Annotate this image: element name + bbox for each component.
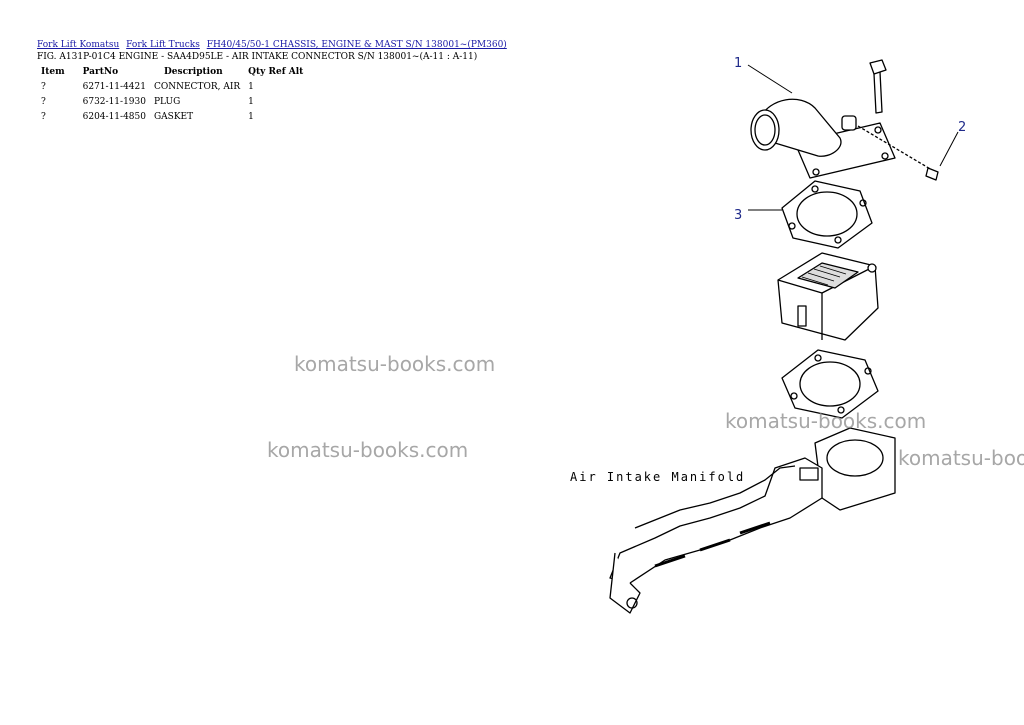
watermark: komatsu-books.com [267, 438, 469, 462]
cell-qty: 1 [248, 82, 254, 92]
header-item: Item [41, 67, 65, 77]
parts-table: Item PartNo Description Qty Ref Alt ? 62… [37, 66, 307, 125]
cell-partno: 6271-11-4421 [82, 82, 146, 92]
callout-2: 2 [958, 120, 966, 135]
header-ref: Ref [268, 67, 286, 77]
manifold-label: Air Intake Manifold [570, 470, 745, 484]
lower-gasket-part [781, 349, 879, 419]
header-description: Description [163, 67, 223, 77]
watermark: komatsu-books.com [725, 409, 927, 433]
header-qty-ref-alt: Qty Ref Alt [244, 66, 307, 80]
cell-item: ? [41, 112, 46, 122]
cell-description: CONNECTOR, AIR [153, 82, 241, 92]
header-alt: Alt [288, 67, 304, 77]
cell-qty: 1 [248, 97, 254, 107]
header-qty: Qty [248, 67, 266, 77]
table-row: ? 6204-11-4850 GASKET 1 [37, 110, 307, 125]
gasket-part [781, 180, 873, 249]
table-row: ? 6732-11-1930 PLUG 1 [37, 95, 307, 110]
header-partno: PartNo [82, 67, 119, 77]
table-header-row: Item PartNo Description Qty Ref Alt [37, 66, 307, 80]
cell-qty: 1 [248, 112, 254, 122]
cell-partno: 6732-11-1930 [82, 97, 146, 107]
cell-item: ? [41, 82, 46, 92]
cell-description: PLUG [153, 97, 181, 107]
watermark: komatsu-books.com [294, 352, 496, 376]
intake-manifold-part [609, 427, 896, 614]
exploded-parts-diagram: 1 2 3 Air Intake Manifold [570, 56, 966, 614]
bolt-part [869, 59, 887, 114]
breadcrumb-link-fork-lift-trucks[interactable]: Fork Lift Trucks [126, 40, 200, 50]
cell-item: ? [41, 97, 46, 107]
breadcrumb-link-fork-lift-komatsu[interactable]: Fork Lift Komatsu [37, 40, 120, 50]
air-connector-part [750, 98, 896, 179]
breadcrumb-link-model[interactable]: FH40/45/50-1 CHASSIS, ENGINE & MAST S/N … [206, 40, 507, 50]
watermark: komatsu-books.com [898, 446, 1024, 470]
plug-part [857, 125, 939, 181]
heater-block-part [777, 252, 879, 341]
cell-partno: 6204-11-4850 [82, 112, 146, 122]
cell-description: GASKET [153, 112, 194, 122]
table-row: ? 6271-11-4421 CONNECTOR, AIR 1 [37, 80, 307, 95]
figure-title: FIG. A131P-01C4 ENGINE - SAA4D95LE - AIR… [37, 52, 478, 62]
callout-1: 1 [734, 56, 742, 71]
breadcrumb: Fork Lift Komatsu Fork Lift Trucks FH40/… [37, 40, 511, 50]
callout-3: 3 [734, 208, 742, 223]
